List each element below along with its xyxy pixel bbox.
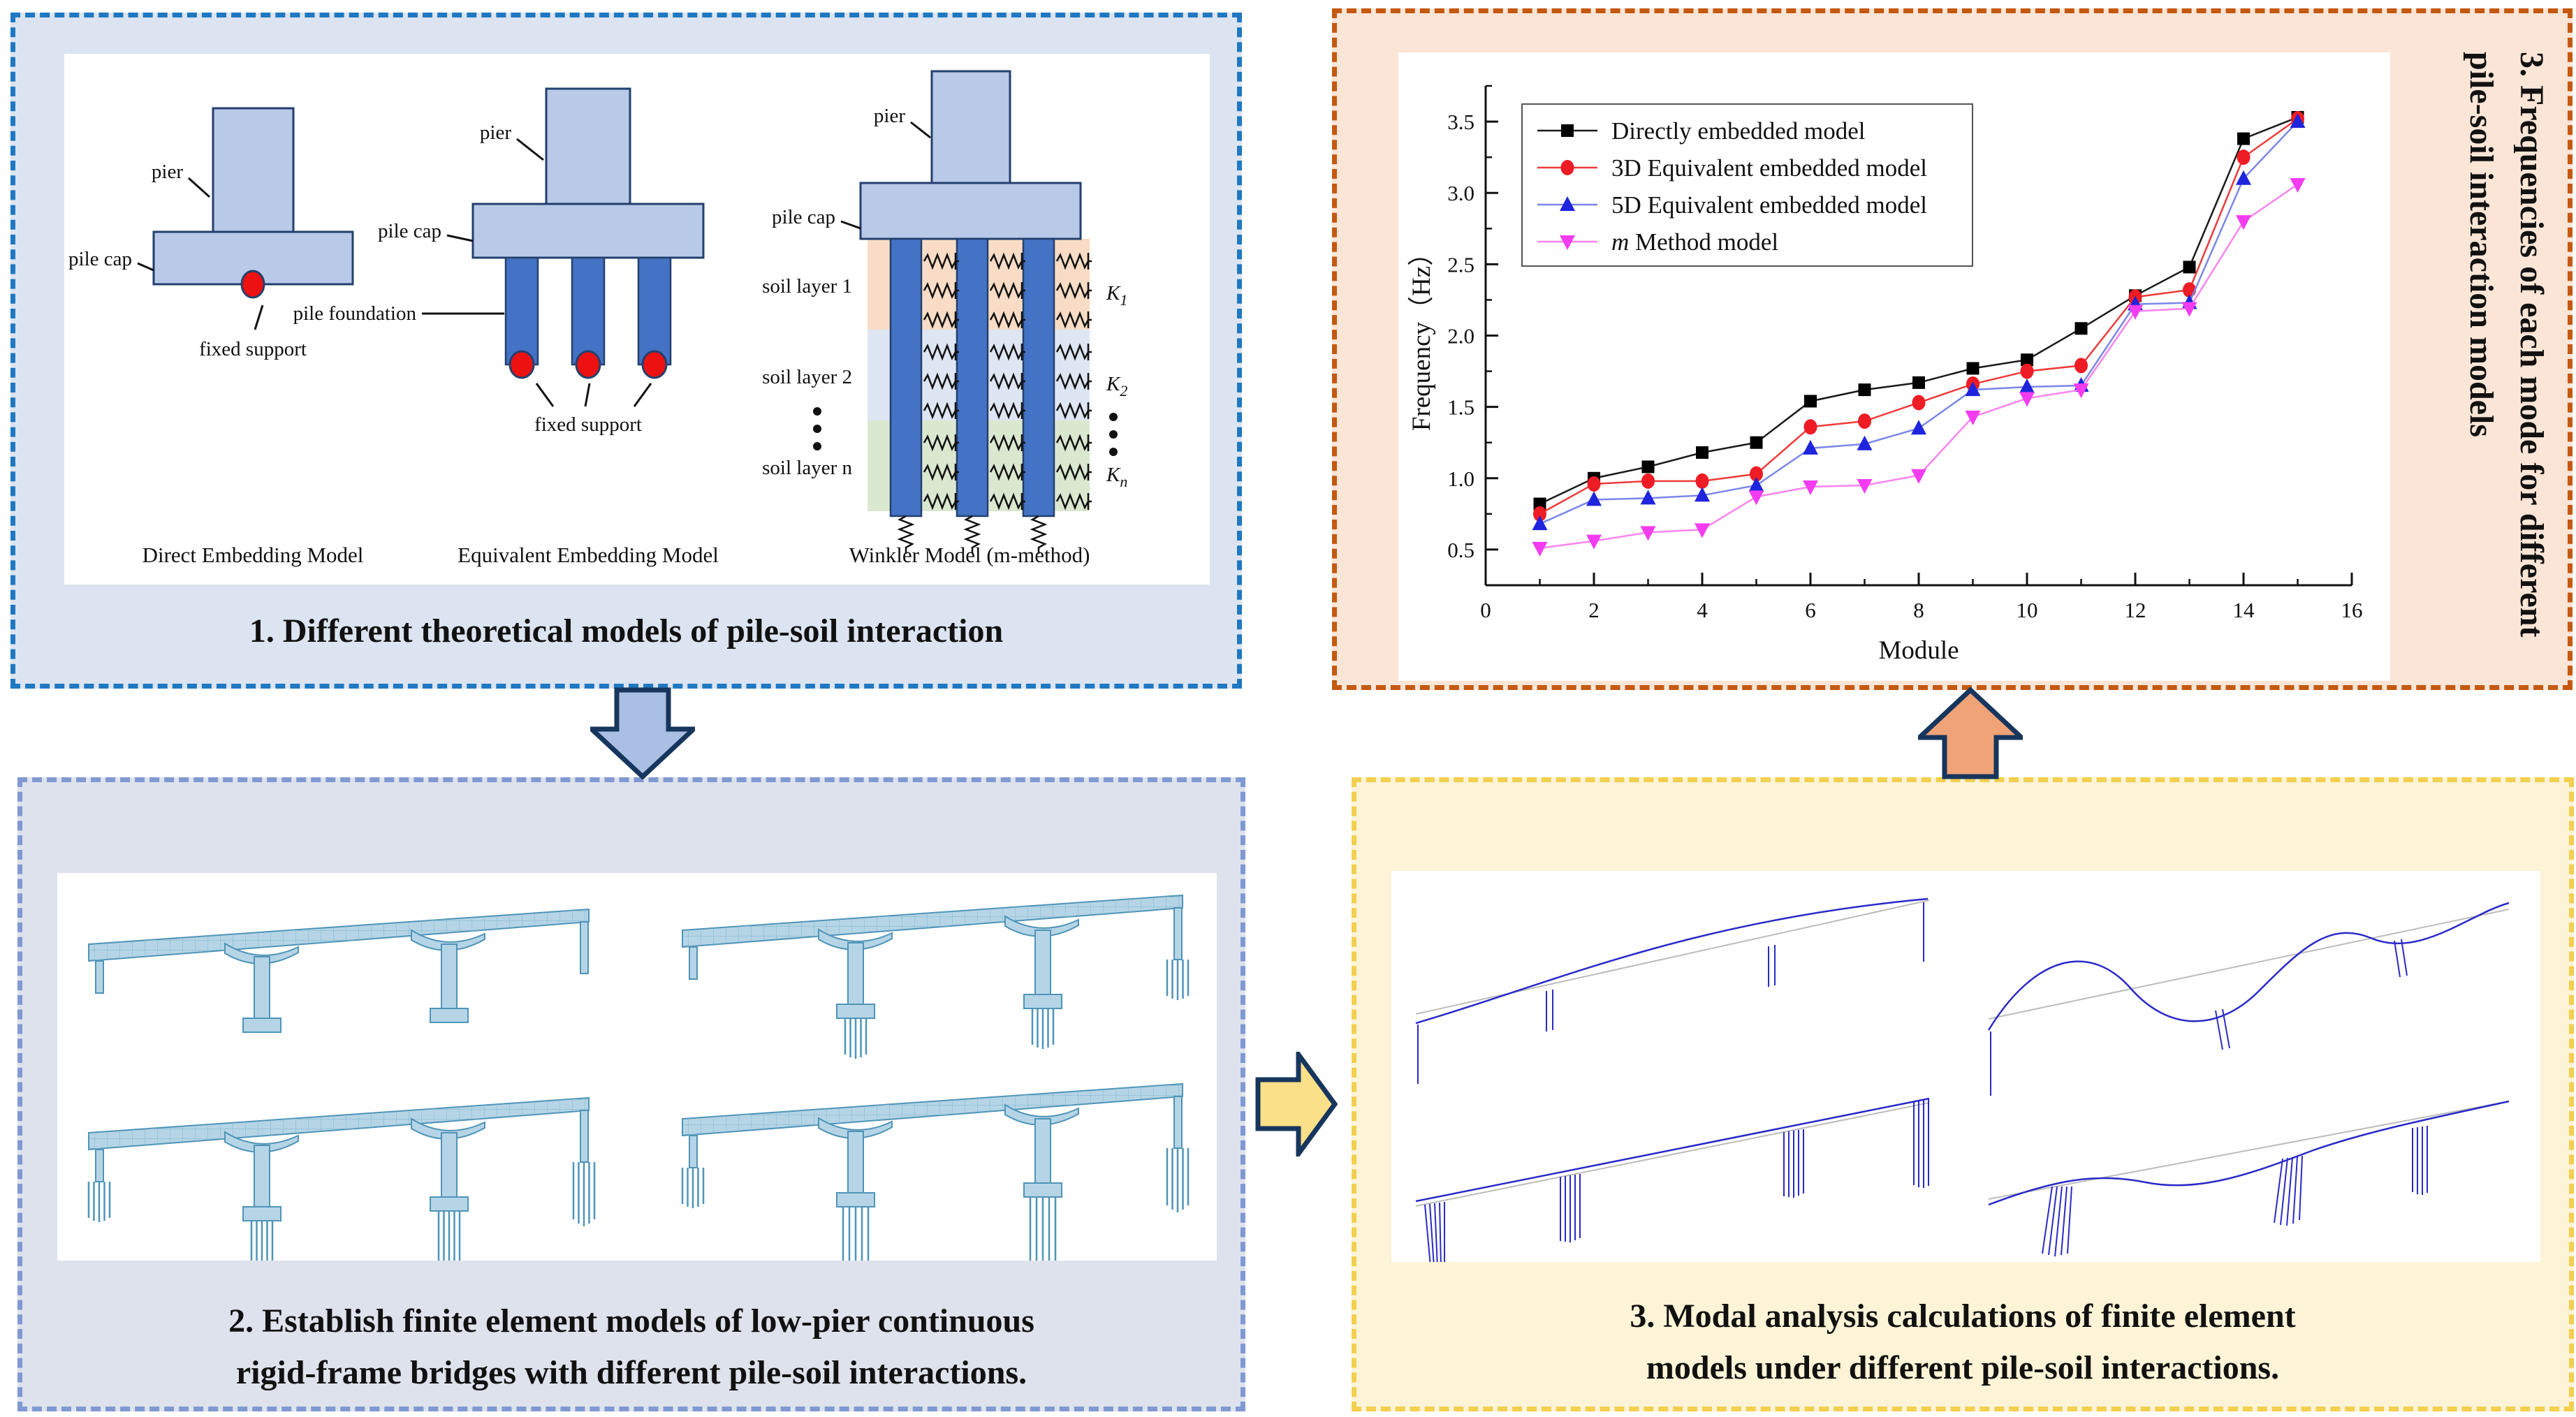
svg-text:3.5: 3.5 bbox=[1447, 110, 1474, 134]
k2-label: K2 bbox=[1106, 373, 1127, 399]
fixed-support-dot bbox=[240, 270, 265, 299]
panel-theoretical-models: pier pile cap fixed support Direct Embed… bbox=[10, 13, 1242, 689]
svg-text:2.5: 2.5 bbox=[1447, 252, 1474, 277]
bridge-fe-models-image bbox=[87, 895, 1190, 1261]
box2-title-line1: 2. Establish finite element models of lo… bbox=[228, 1302, 1034, 1339]
pile-cap-shape bbox=[471, 203, 705, 259]
pier-label: pier bbox=[152, 161, 183, 183]
fe-models-white-panel bbox=[57, 873, 1217, 1261]
box1-title: 1. Different theoretical models of pile-… bbox=[249, 612, 1004, 649]
pile-foundation-label: pile foundation bbox=[293, 302, 417, 325]
svg-text:14: 14 bbox=[2233, 598, 2255, 622]
bridge-model-short-piles bbox=[682, 895, 1190, 1060]
pier-shape bbox=[545, 87, 631, 205]
pile-shape bbox=[1022, 237, 1055, 517]
svg-text:10: 10 bbox=[2017, 598, 2038, 622]
svg-text:16: 16 bbox=[2341, 598, 2363, 622]
vertical-ellipsis bbox=[813, 407, 821, 450]
x-axis-label: Module bbox=[1878, 636, 1959, 665]
y-axis-label: Frequency（Hz） bbox=[1407, 240, 1436, 431]
model-caption: Direct Embedding Model bbox=[142, 543, 364, 567]
pier-label: pier bbox=[874, 105, 905, 127]
svg-text:12: 12 bbox=[2125, 598, 2146, 622]
soil-layer-2-label: soil layer 2 bbox=[762, 366, 852, 388]
box2-title-line2: rigid-frame bridges with different pile-… bbox=[235, 1354, 1027, 1392]
panel-modal-analysis: 3. Modal analysis calculations of finite… bbox=[1352, 777, 2574, 1411]
pier-label: pier bbox=[480, 122, 511, 144]
bridge-model-long-piles bbox=[681, 1083, 1190, 1261]
vertical-ellipsis bbox=[1109, 413, 1118, 456]
pile-shape bbox=[571, 256, 606, 366]
box4-title: 3. Modal analysis calculations of finite… bbox=[1356, 1291, 2569, 1395]
box2-title: 2. Establish finite element models of lo… bbox=[22, 1295, 1241, 1400]
mode-shape-4 bbox=[1988, 1100, 2510, 1257]
winkler-model-diagram: pier pile cap soil layer 1 soil layer 2 … bbox=[762, 70, 1127, 567]
pile-shape bbox=[956, 237, 989, 517]
fixed-support-dot bbox=[575, 350, 601, 379]
frequency-line-chart: 0.5 1.0 1.5 2.0 2.5 3.0 3.5 0 2 4 6 8 10 12 14 16Module… bbox=[1407, 85, 2363, 665]
svg-text:2: 2 bbox=[1588, 598, 1600, 622]
svg-text:1.0: 1.0 bbox=[1447, 467, 1474, 491]
mode-shape-1 bbox=[1415, 897, 1930, 1084]
down-arrow-icon bbox=[590, 687, 695, 779]
theoretical-models-white-panel: pier pile cap fixed support Direct Embed… bbox=[64, 54, 1210, 585]
model-caption: Winkler Model (m-method) bbox=[849, 543, 1090, 567]
up-arrow-icon bbox=[1918, 687, 2023, 779]
mode-shape-2 bbox=[1987, 902, 2510, 1096]
panel-fe-models: 2. Establish finite element models of lo… bbox=[17, 777, 1245, 1411]
modal-analysis-white-panel bbox=[1391, 871, 2540, 1262]
box3-side-title: 3. Frequencies of each mode for differen… bbox=[2463, 52, 2550, 638]
pile-cap-label: pile cap bbox=[378, 220, 441, 242]
direct-embedding-diagram: pier pile cap fixed support Direct Embed… bbox=[68, 107, 364, 567]
svg-text:1.5: 1.5 bbox=[1447, 395, 1474, 420]
svg-text:3D Equivalent embedded model: 3D Equivalent embedded model bbox=[1611, 154, 1927, 182]
svg-text:m Method model: m Method model bbox=[1611, 228, 1778, 256]
kn-label: Kn bbox=[1106, 464, 1127, 490]
fixed-support-dot bbox=[641, 350, 668, 379]
svg-text:4: 4 bbox=[1697, 598, 1708, 622]
svg-text:0: 0 bbox=[1480, 598, 1491, 622]
k1-label: K1 bbox=[1106, 282, 1127, 309]
svg-text:2.0: 2.0 bbox=[1447, 324, 1474, 348]
fixed-support-label: fixed support bbox=[199, 338, 307, 360]
model-caption: Equivalent Embedding Model bbox=[458, 543, 719, 567]
svg-text:5D Equivalent embedded model: 5D Equivalent embedded model bbox=[1611, 191, 1927, 219]
bridge-model-direct bbox=[88, 909, 590, 1033]
mode-shape-3 bbox=[1415, 1097, 1930, 1262]
pile-cap-label: pile cap bbox=[68, 248, 132, 270]
pier-shape bbox=[212, 107, 295, 233]
mode-shapes-image bbox=[1415, 897, 2510, 1262]
svg-text:6: 6 bbox=[1805, 598, 1816, 622]
pile-soil-models-diagram: pier pile cap fixed support Direct Embed… bbox=[68, 70, 1127, 567]
series-3d-equivalent-embedded-model bbox=[1533, 110, 2304, 522]
pile-shape bbox=[889, 237, 923, 517]
svg-text:Directly embedded model: Directly embedded model bbox=[1611, 117, 1866, 145]
soil-layer-1-label: soil layer 1 bbox=[762, 275, 852, 298]
chart-legend: Directly embedded model 3D Equivalent emb… bbox=[1521, 103, 1973, 267]
box4-title-line2: models under different pile-soil interac… bbox=[1646, 1349, 2280, 1387]
series-m-method-model bbox=[1532, 177, 2306, 557]
soil-layer-n-label: soil layer n bbox=[762, 457, 852, 479]
pier-shape bbox=[930, 70, 1011, 184]
bridge-model-medium-piles bbox=[87, 1097, 596, 1261]
pile-shape bbox=[504, 256, 539, 366]
fixed-support-label: fixed support bbox=[534, 413, 642, 436]
svg-text:8: 8 bbox=[1913, 598, 1924, 622]
equivalent-embedding-diagram: pier pile cap pile foundation fixed supp… bbox=[293, 87, 719, 567]
pile-cap-shape bbox=[859, 182, 1082, 240]
fixed-support-dot bbox=[508, 350, 535, 379]
pile-cap-label: pile cap bbox=[772, 206, 835, 228]
box4-title-line1: 3. Modal analysis calculations of finite… bbox=[1630, 1298, 2296, 1335]
svg-text:3.0: 3.0 bbox=[1447, 181, 1474, 205]
pile-shape bbox=[637, 256, 672, 366]
right-arrow-icon bbox=[1255, 1052, 1338, 1157]
svg-text:0.5: 0.5 bbox=[1447, 538, 1474, 562]
